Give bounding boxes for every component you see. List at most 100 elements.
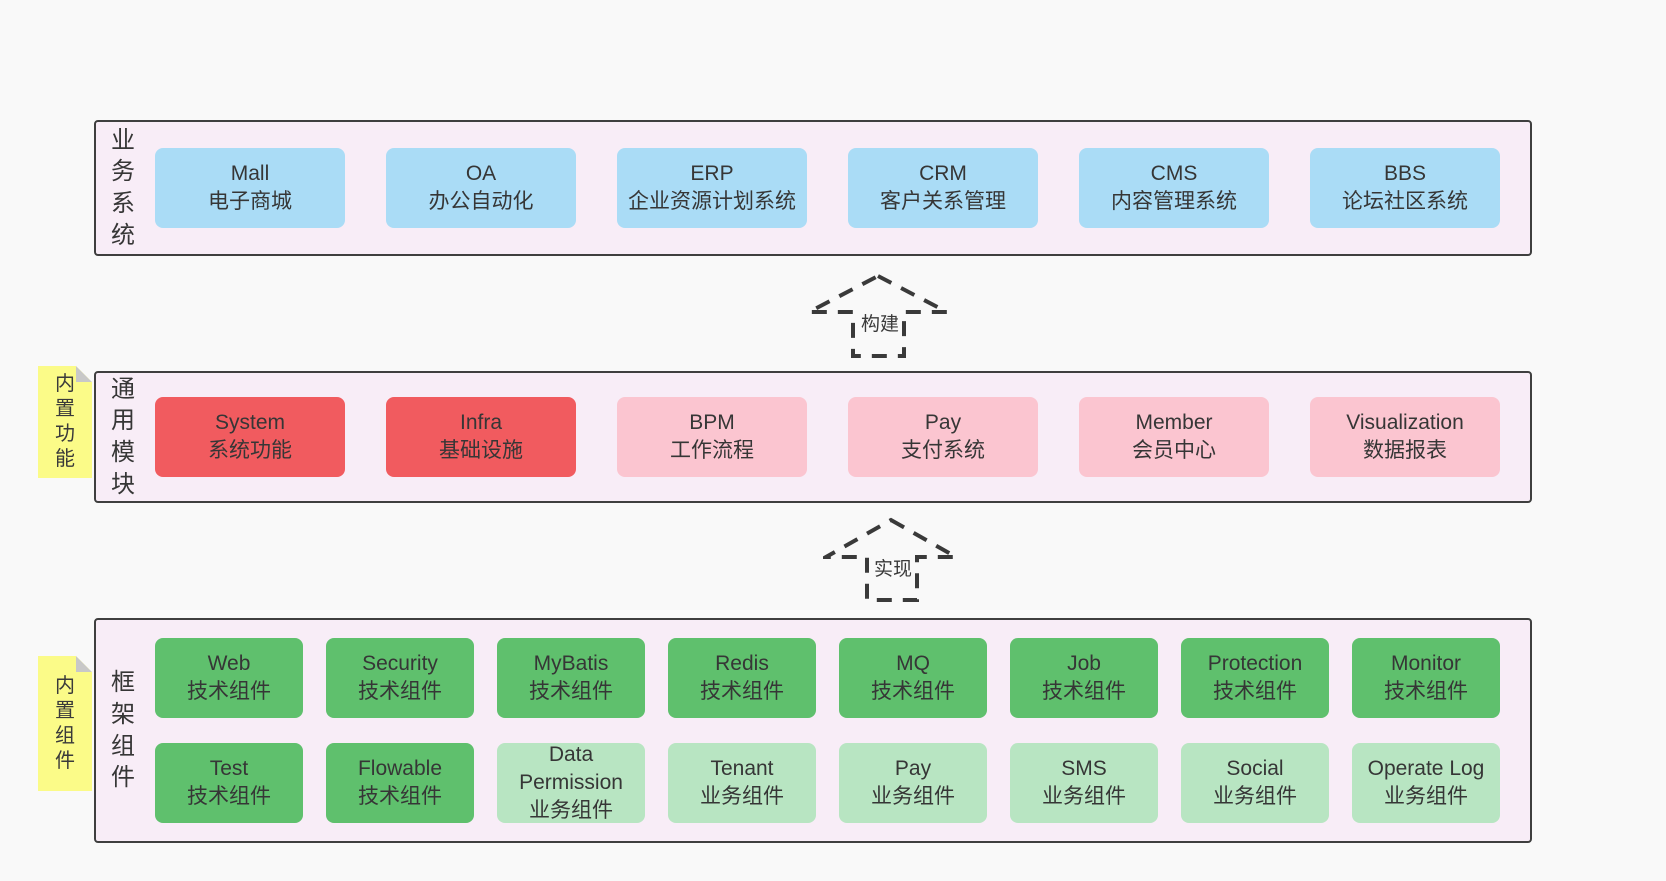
component-desc: 电子商城 bbox=[208, 190, 292, 213]
component-desc: 技术组件 bbox=[358, 680, 442, 703]
component-box-cms: CMS 内容管理系统 bbox=[1079, 148, 1269, 228]
component-box-security: Security 技术组件 bbox=[326, 638, 474, 718]
dashed-up-arrow-build: 构建 bbox=[806, 273, 950, 359]
component-desc: 数据报表 bbox=[1363, 439, 1447, 462]
component-box-system: System 系统功能 bbox=[155, 397, 345, 477]
component-box-pay: Pay 业务组件 bbox=[839, 743, 987, 823]
folded-corner-icon bbox=[76, 656, 92, 672]
component-row: System 系统功能 Infra 基础设施 BPM 工作流程 Pay 支付系统 Member 会… bbox=[155, 397, 1500, 477]
component-box-oa: OA 办公自动化 bbox=[386, 148, 576, 228]
band-label-business-systems: 业务系统 bbox=[111, 126, 135, 249]
component-desc: 会员中心 bbox=[1132, 439, 1216, 462]
component-name: Test bbox=[209, 757, 249, 781]
component-desc: 论坛社区系统 bbox=[1342, 190, 1468, 213]
component-name: Pay bbox=[894, 757, 932, 781]
component-desc: 办公自动化 bbox=[428, 190, 534, 213]
band-label-framework-components: 框架组件 bbox=[111, 669, 135, 792]
component-box-mybatis: MyBatis 技术组件 bbox=[497, 638, 645, 718]
component-desc: 技术组件 bbox=[1213, 680, 1297, 703]
component-name: Operate Log bbox=[1367, 757, 1485, 781]
component-name: Visualization bbox=[1346, 411, 1464, 435]
band-label-common-modules: 通用模块 bbox=[111, 375, 135, 498]
component-box-social: Social 业务组件 bbox=[1181, 743, 1329, 823]
component-name: Web bbox=[207, 652, 251, 676]
component-name: MyBatis bbox=[533, 652, 609, 676]
component-name: Security bbox=[362, 652, 438, 676]
component-box-operate-log: Operate Log 业务组件 bbox=[1352, 743, 1500, 823]
component-desc: 技术组件 bbox=[1384, 680, 1468, 703]
component-desc: 业务组件 bbox=[871, 785, 955, 808]
sticky-note-label: 内置组件 bbox=[55, 674, 75, 772]
component-name: ERP bbox=[690, 162, 734, 186]
component-name: MQ bbox=[896, 652, 930, 676]
component-desc: 客户关系管理 bbox=[880, 190, 1006, 213]
component-box-bpm: BPM 工作流程 bbox=[617, 397, 807, 477]
arrow-label-build: 构建 bbox=[857, 308, 903, 337]
component-name: BBS bbox=[1383, 162, 1427, 186]
component-name: CMS bbox=[1150, 162, 1198, 186]
component-box-tenant: Tenant 业务组件 bbox=[668, 743, 816, 823]
component-row: Mall 电子商城 OA 办公自动化 ERP 企业资源计划系统 CRM 客户关系管理 CMS 内容… bbox=[155, 148, 1500, 228]
component-name: Mall bbox=[230, 162, 270, 186]
component-box-erp: ERP 企业资源计划系统 bbox=[617, 148, 807, 228]
component-desc: 工作流程 bbox=[670, 439, 754, 462]
up-arrow-shape bbox=[808, 273, 948, 358]
sticky-note-built-in-components: 内置组件 bbox=[38, 656, 92, 791]
component-name: BPM bbox=[689, 411, 735, 435]
component-desc: 技术组件 bbox=[529, 680, 613, 703]
component-desc: 业务组件 bbox=[529, 798, 613, 822]
component-box-data-permission: Data Permission 业务组件 bbox=[497, 743, 645, 823]
component-desc: 支付系统 bbox=[901, 439, 985, 462]
component-box-pay: Pay 支付系统 bbox=[848, 397, 1038, 477]
component-name: Protection bbox=[1207, 652, 1303, 676]
component-name: Infra bbox=[459, 411, 503, 435]
component-box-visualization: Visualization 数据报表 bbox=[1310, 397, 1500, 477]
component-box-protection: Protection 技术组件 bbox=[1181, 638, 1329, 718]
component-name: Social bbox=[1226, 757, 1284, 781]
component-box-bbs: BBS 论坛社区系统 bbox=[1310, 148, 1500, 228]
band-boxes: Mall 电子商城 OA 办公自动化 ERP 企业资源计划系统 CRM 客户关系管理 CMS 内容… bbox=[155, 148, 1500, 228]
component-name: OA bbox=[465, 162, 497, 186]
component-name: SMS bbox=[1061, 757, 1107, 781]
component-desc: 技术组件 bbox=[700, 680, 784, 703]
component-name: CRM bbox=[919, 162, 967, 186]
component-box-member: Member 会员中心 bbox=[1079, 397, 1269, 477]
band-business-systems: 业务系统 Mall 电子商城 OA 办公自动化 ERP 企业资源计划系统 CRM 客户关系管理… bbox=[94, 120, 1532, 256]
component-desc: 企业资源计划系统 bbox=[628, 190, 796, 213]
component-name: Tenant bbox=[710, 757, 774, 781]
component-name: Data Permission bbox=[519, 743, 623, 795]
sticky-note-built-in-features: 内置功能 bbox=[38, 366, 92, 478]
component-desc: 内容管理系统 bbox=[1111, 190, 1237, 213]
component-box-mall: Mall 电子商城 bbox=[155, 148, 345, 228]
component-box-crm: CRM 客户关系管理 bbox=[848, 148, 1038, 228]
arrow-label-implement: 实现 bbox=[870, 553, 916, 582]
component-name: Redis bbox=[715, 652, 769, 676]
component-desc: 业务组件 bbox=[1213, 785, 1297, 808]
component-box-redis: Redis 技术组件 bbox=[668, 638, 816, 718]
sticky-note-label: 内置功能 bbox=[55, 373, 75, 470]
up-arrow-shape bbox=[823, 517, 959, 602]
dashed-up-arrow-implement: 实现 bbox=[823, 517, 959, 603]
component-name: Monitor bbox=[1390, 652, 1462, 676]
component-desc: 业务组件 bbox=[700, 785, 784, 808]
component-name: System bbox=[214, 411, 285, 435]
folded-corner-icon bbox=[76, 366, 92, 382]
component-name: Pay bbox=[924, 411, 962, 435]
component-box-monitor: Monitor 技术组件 bbox=[1352, 638, 1500, 718]
band-boxes: System 系统功能 Infra 基础设施 BPM 工作流程 Pay 支付系统 Member 会… bbox=[155, 397, 1500, 477]
component-desc: 系统功能 bbox=[208, 439, 292, 462]
component-name: Member bbox=[1135, 411, 1213, 435]
component-name: Job bbox=[1067, 652, 1101, 676]
band-common-modules: 通用模块 System 系统功能 Infra 基础设施 BPM 工作流程 Pay 支付系统 Me… bbox=[94, 371, 1532, 503]
component-desc: 基础设施 bbox=[439, 439, 523, 462]
component-box-infra: Infra 基础设施 bbox=[386, 397, 576, 477]
component-desc: 业务组件 bbox=[1384, 785, 1468, 808]
